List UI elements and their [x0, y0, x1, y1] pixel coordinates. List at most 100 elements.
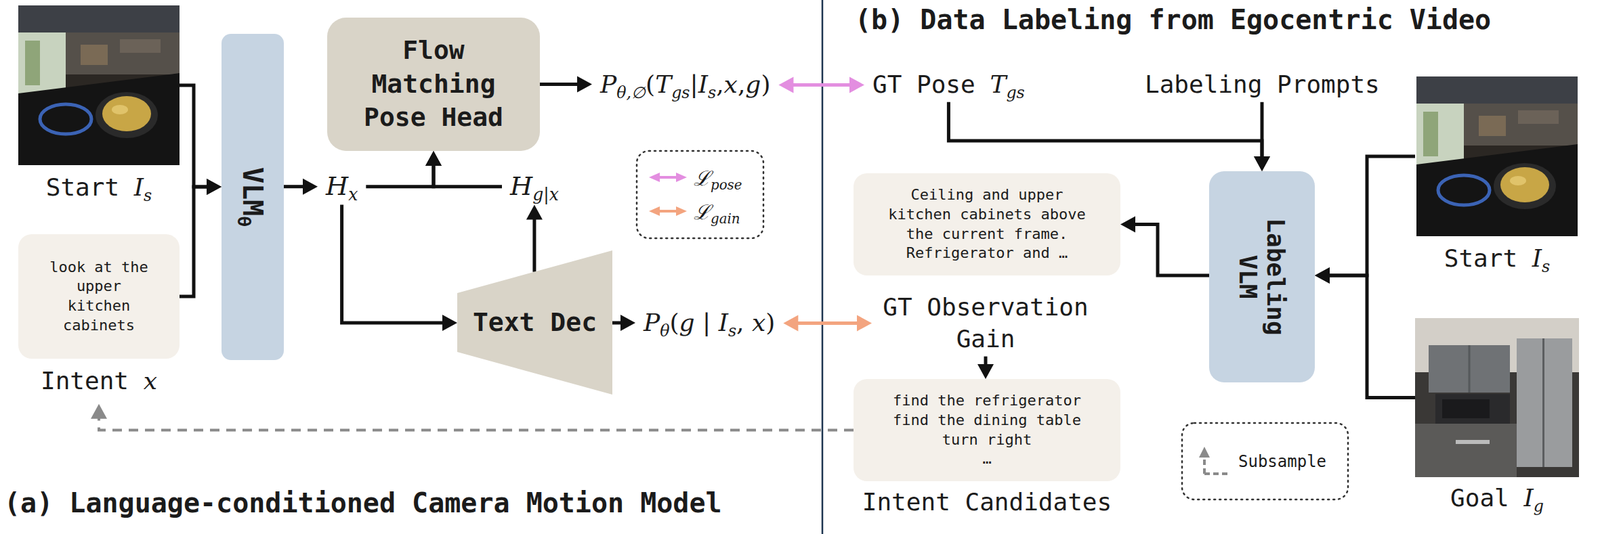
- arrow-head: [1253, 156, 1271, 172]
- connector-line: [984, 356, 988, 366]
- math-glyph: g|x: [532, 184, 559, 205]
- gain-output: Pθ(g | Is, x): [635, 306, 784, 341]
- connector: [1253, 102, 1271, 172]
- gt-gain: GT Observation Gain: [871, 290, 1100, 357]
- candidates-box: find the refrigeratorfind the dining tab…: [853, 379, 1121, 482]
- math-glyph: x: [724, 70, 738, 99]
- math-glyph: H: [325, 171, 349, 202]
- connector-line: [948, 102, 1262, 158]
- node-text: Labeling Prompts: [1144, 69, 1380, 101]
- math-glyph: ℒ: [693, 200, 711, 225]
- math-glyph: I: [134, 173, 144, 202]
- arrow-head: [977, 364, 994, 380]
- math-glyph: g: [1533, 497, 1544, 517]
- math-glyph: x: [751, 308, 766, 337]
- node-text: Hx: [325, 170, 358, 204]
- connector: [179, 178, 222, 297]
- node-caption: Goal Ig: [1450, 482, 1544, 515]
- node-content: Ceiling and upper kitchen cabinets above…: [885, 185, 1089, 263]
- node-text: turn right: [942, 430, 1032, 451]
- hidden-state: Hg|x: [501, 168, 567, 205]
- node-text: Labeling VLM: [1234, 209, 1291, 345]
- connector: [612, 314, 636, 332]
- math-glyph: s: [1541, 257, 1550, 277]
- node-caption: Start Is: [1444, 243, 1550, 276]
- arrow-head: [778, 76, 794, 93]
- node-text: Pθ,∅(Tgs|Is,x,g): [600, 69, 771, 101]
- node-text: GT Observation Gain: [879, 291, 1092, 356]
- math-glyph: T: [655, 70, 672, 99]
- arrow-head: [849, 76, 865, 93]
- math-glyph: I: [718, 308, 729, 337]
- arrow-head: [1120, 216, 1136, 234]
- arrow-head: [206, 178, 222, 196]
- illustration-part: [636, 151, 764, 239]
- arrow-head: [1314, 267, 1330, 284]
- connector-line: [179, 186, 208, 297]
- gt-pose: GT Pose Tgs: [864, 67, 1034, 103]
- connector-line: [1260, 102, 1265, 158]
- arrow-head: [90, 404, 108, 420]
- math-glyph: θ: [659, 321, 670, 341]
- illustration-part: [821, 0, 824, 534]
- connector: [539, 76, 593, 93]
- prompt-label: Labeling Prompts: [1136, 67, 1388, 103]
- node-text: Pθ(g | Is, x): [643, 307, 775, 340]
- math-glyph: θ: [233, 216, 255, 227]
- node-content: look at the upper kitchen cabinets: [44, 258, 154, 336]
- node-content: find the refrigeratorfind the dining tab…: [892, 391, 1082, 469]
- connector-line: [532, 218, 536, 272]
- node-caption: Intent x: [40, 365, 158, 398]
- connector: [778, 76, 865, 93]
- illustration-part: [648, 172, 660, 183]
- math-glyph: s: [728, 321, 737, 341]
- illustration-part: [1415, 318, 1580, 478]
- legend-text: ℒpose: [693, 163, 742, 192]
- illustration-part: [1198, 447, 1210, 458]
- connector: [425, 151, 502, 187]
- math-glyph: s: [707, 83, 717, 103]
- goal-image: Goal Ig: [1415, 318, 1580, 478]
- math-glyph: x: [143, 367, 158, 395]
- connector-line: [539, 82, 579, 87]
- connector-line: [98, 417, 854, 431]
- arrow-head: [620, 314, 636, 332]
- start-image: Start Is: [1415, 76, 1580, 237]
- math-glyph: T: [989, 70, 1006, 99]
- connector: [342, 204, 458, 332]
- pose-output: Pθ,∅(Tgs|Is,x,g): [592, 67, 779, 103]
- arrow-head: [1314, 267, 1330, 284]
- node-text: Text Dec: [472, 306, 597, 340]
- connector-line: [796, 321, 859, 326]
- connector-line: [283, 184, 305, 189]
- node-text: find the dining table: [892, 411, 1082, 431]
- node-content: Flow Matching Pose Head: [355, 33, 512, 135]
- legend-text: Subsample: [1238, 452, 1327, 472]
- arrow-head: [302, 178, 318, 196]
- connector: [526, 204, 543, 272]
- illustration-part: [1203, 457, 1206, 475]
- illustration-part: [676, 206, 687, 217]
- math-glyph: x: [348, 184, 358, 205]
- node-text: Flow Matching Pose Head: [355, 33, 512, 135]
- connector-line: [179, 85, 208, 187]
- node-text: Ceiling and upper kitchen cabinets above…: [885, 185, 1089, 263]
- math-glyph: P: [643, 308, 660, 337]
- connector: [179, 85, 222, 196]
- legend-text: ℒgain: [693, 197, 741, 226]
- math-glyph: g: [679, 308, 696, 337]
- arrow-head: [206, 178, 222, 196]
- connector-line: [612, 321, 622, 326]
- illustration-part: [1182, 423, 1349, 500]
- connector-line: [1133, 224, 1210, 277]
- node-text: look at the upper kitchen cabinets: [44, 258, 154, 336]
- arrow-head: [425, 151, 442, 166]
- math-glyph: gs: [1005, 83, 1025, 103]
- math-glyph: I: [1532, 244, 1542, 273]
- arrow-head: [577, 76, 593, 93]
- vlm-block: VLMθ: [221, 33, 284, 361]
- math-glyph: I: [1523, 484, 1533, 513]
- connector-line: [433, 164, 502, 187]
- connector: [783, 314, 872, 332]
- connector: [1314, 267, 1416, 399]
